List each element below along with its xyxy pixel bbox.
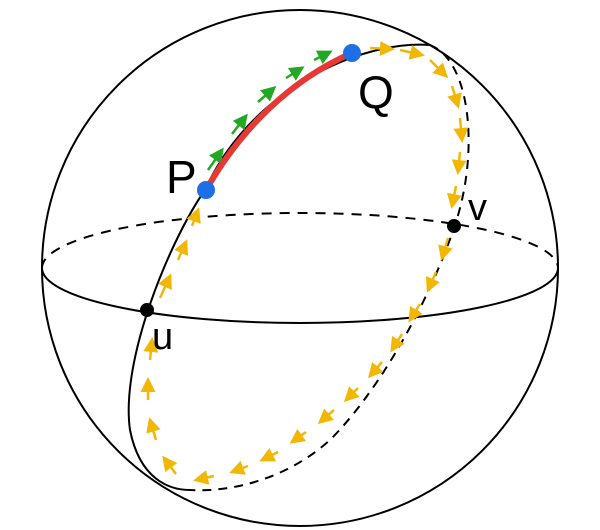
point-q <box>343 44 361 62</box>
label-q: Q <box>358 66 394 118</box>
yellow-arrow-icon <box>146 417 161 441</box>
green-arrow-icon <box>206 147 224 171</box>
yellow-arrow-icon <box>369 40 395 56</box>
yellow-arrow-icon <box>429 59 449 79</box>
yellow-arrow-icon <box>158 273 172 299</box>
green-arrow-icon <box>285 66 305 81</box>
yellow-arrow-icon <box>451 151 467 175</box>
yellow-arrow-icon <box>193 470 215 485</box>
yellow-arrow-icon <box>408 303 423 323</box>
yellow-arrow-icon <box>447 85 462 109</box>
equator-front <box>41 267 559 324</box>
yellow-arrow-icon <box>174 239 188 261</box>
yellow-arrow-icon <box>438 237 453 261</box>
arc-pq <box>203 50 355 193</box>
yellow-arrow-icon <box>368 361 384 379</box>
green-arrow-icon <box>231 113 248 135</box>
label-u: u <box>152 316 173 358</box>
yellow-arrow-icon <box>229 460 249 475</box>
yellow-arrow-icon <box>390 333 405 353</box>
sphere-outline <box>41 9 559 527</box>
yellow-arrow-icon <box>426 271 440 293</box>
yellow-arrow-icon <box>399 45 425 60</box>
green-arrow-icon <box>257 86 277 103</box>
yellow-arrow-icon <box>453 117 469 143</box>
yellow-arrow-icon <box>186 207 201 227</box>
point-v <box>447 219 461 233</box>
yellow-arrow-icon <box>343 386 360 403</box>
point-u <box>140 303 154 317</box>
yellow-arrows <box>140 40 469 485</box>
yellow-arrow-icon <box>446 185 462 209</box>
equator-back-dashed <box>41 212 559 269</box>
great-circle-back-dashed <box>189 44 470 492</box>
green-arrows <box>206 50 333 171</box>
yellow-arrow-icon <box>143 337 159 361</box>
label-p: P <box>166 151 197 203</box>
yellow-arrow-icon <box>259 447 279 462</box>
green-arrow-icon <box>313 50 333 65</box>
yellow-arrow-icon <box>317 408 335 424</box>
point-p <box>197 181 215 199</box>
yellow-arrow-icon <box>289 428 307 444</box>
yellow-arrow-icon <box>162 455 178 475</box>
label-v: v <box>468 187 487 229</box>
